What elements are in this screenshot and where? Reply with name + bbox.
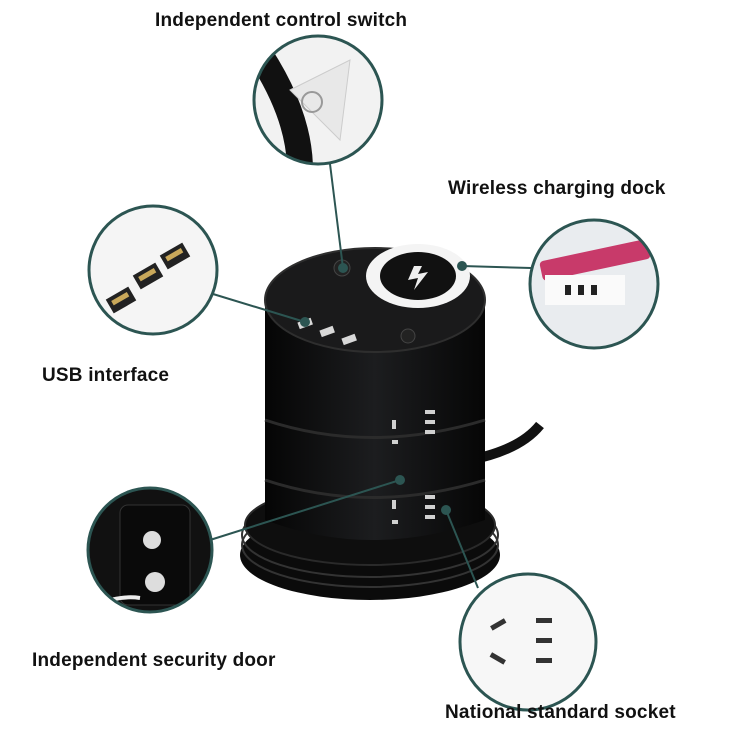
ac-sockets (392, 410, 435, 524)
power-strip-tower (264, 244, 486, 540)
label-usb: USB interface (42, 365, 170, 386)
callout-circle-wireless-dock (528, 218, 660, 350)
callout-circle-usb (87, 204, 219, 336)
switch-button-side (400, 328, 416, 344)
callout-circle-security-door (86, 486, 214, 614)
wireless-charging-pad (366, 244, 470, 308)
label-control-switch: Independent control switch (155, 10, 408, 31)
callout-circle-control-switch (252, 34, 384, 166)
label-security-door: Independent security door (32, 650, 276, 671)
leader-lines (209, 163, 532, 589)
leader-dots (300, 261, 467, 515)
label-national-socket: National standard socket (445, 702, 676, 723)
callout-circle-national-socket (458, 572, 598, 712)
label-wireless-dock: Wireless charging dock (448, 178, 666, 199)
